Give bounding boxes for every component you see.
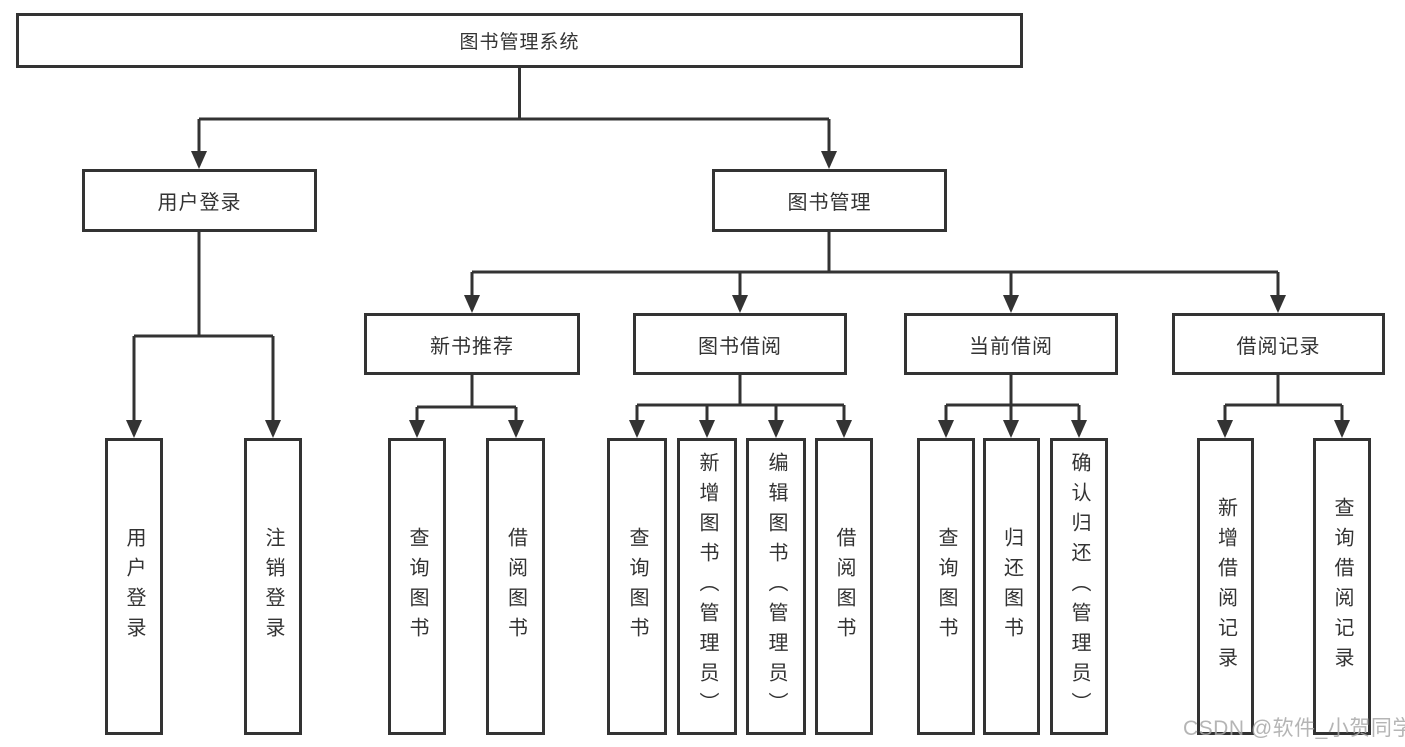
node-label: 新增借阅记录 <box>1214 496 1237 677</box>
node-label: 查询图书 <box>626 526 648 647</box>
arrowhead <box>1071 420 1087 438</box>
node-user-login: 用户登录 <box>82 169 317 232</box>
arrowhead <box>464 295 480 313</box>
node-current-borrow: 当前借阅 <box>904 313 1118 375</box>
arrowhead <box>1334 420 1350 438</box>
leaf-query-books-recommend: 查询图书 <box>388 438 446 735</box>
node-label: 当前借阅 <box>969 335 1053 358</box>
leaf-return-books: 归还图书 <box>983 438 1040 735</box>
node-book-borrow: 图书借阅 <box>633 313 847 375</box>
arrowhead <box>1217 420 1233 438</box>
leaf-borrow-books-recommend: 借阅图书 <box>486 438 545 735</box>
arrowhead <box>768 420 784 438</box>
arrowhead <box>1270 295 1286 313</box>
node-label: 查询图书 <box>935 526 957 647</box>
node-label: 用户登录 <box>157 192 242 214</box>
node-borrow-records: 借阅记录 <box>1172 313 1385 375</box>
leaf-query-books-borrow: 查询图书 <box>607 438 667 735</box>
node-label: 新增图书（管理员） <box>696 451 718 722</box>
node-label: 借阅记录 <box>1236 335 1321 358</box>
leaf-add-book-admin: 新增图书（管理员） <box>677 438 737 735</box>
arrowhead <box>732 295 748 313</box>
arrowhead <box>836 420 852 438</box>
leaf-borrow-books: 借阅图书 <box>815 438 873 735</box>
node-label: 归还图书 <box>1000 526 1023 647</box>
node-new-book-recommend: 新书推荐 <box>364 313 580 375</box>
arrowhead <box>938 420 954 438</box>
node-label: 编辑图书（管理员） <box>765 451 787 722</box>
arrowhead <box>191 151 207 169</box>
node-label: 借阅图书 <box>833 526 855 647</box>
leaf-user-login: 用户登录 <box>105 438 163 735</box>
connector-book-management-to-level3 <box>470 232 1280 310</box>
node-label: 查询图书 <box>406 526 428 647</box>
node-book-management: 图书管理 <box>712 169 947 232</box>
leaf-confirm-return-admin: 确认归还（管理员） <box>1050 438 1108 735</box>
arrowhead <box>265 420 281 438</box>
connector-book-borrow-to-leaves <box>635 375 846 435</box>
arrowhead <box>629 420 645 438</box>
leaf-logout: 注销登录 <box>244 438 302 735</box>
node-label: 新书推荐 <box>430 335 514 358</box>
node-label: 图书借阅 <box>698 335 782 358</box>
arrowhead <box>409 420 425 438</box>
arrowhead <box>1003 295 1019 313</box>
leaf-query-borrow-record: 查询借阅记录 <box>1313 438 1371 735</box>
leaf-add-borrow-record: 新增借阅记录 <box>1197 438 1254 735</box>
leaf-edit-book-admin: 编辑图书（管理员） <box>746 438 806 735</box>
arrowhead <box>508 420 524 438</box>
node-label: 用户登录 <box>123 526 145 647</box>
node-label: 确认归还（管理员） <box>1068 451 1090 722</box>
node-label: 注销登录 <box>262 526 284 647</box>
connector-new-book-recommend-to-leaves <box>415 375 518 435</box>
arrowhead <box>699 420 715 438</box>
arrowhead <box>1003 420 1019 438</box>
arrowhead <box>821 151 837 169</box>
node-label: 查询借阅记录 <box>1331 496 1353 677</box>
node-label: 借阅图书 <box>504 526 527 647</box>
node-label: 图书管理系统 <box>459 32 580 53</box>
leaf-query-books-current: 查询图书 <box>917 438 975 735</box>
connector-root-to-level2 <box>197 68 831 166</box>
csdn-watermark: CSDN @软件_小贺同学 <box>1183 717 1405 740</box>
node-label: 图书管理 <box>787 192 872 214</box>
connector-borrow-records-to-leaves <box>1223 375 1344 435</box>
arrowheads <box>126 151 1350 438</box>
connector-user-login-to-leaves <box>132 232 275 435</box>
node-library-management-system: 图书管理系统 <box>16 13 1023 68</box>
arrowhead <box>126 420 142 438</box>
